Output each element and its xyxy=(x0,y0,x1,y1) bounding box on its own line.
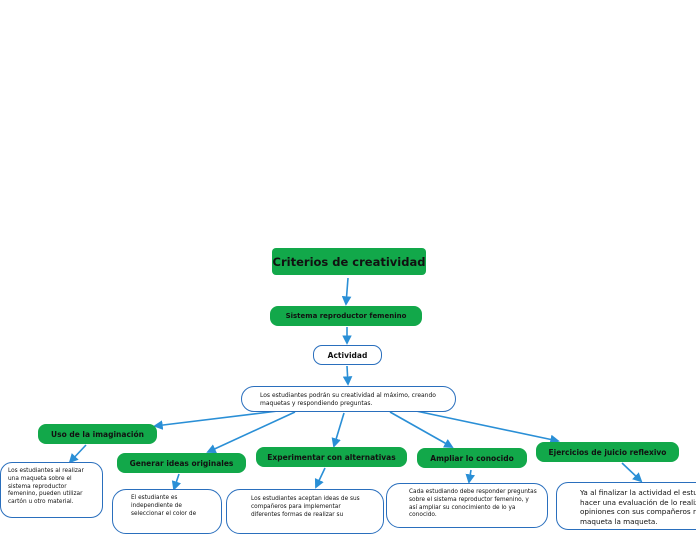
connector-branch-5-text xyxy=(621,462,643,483)
branch-text-uso-imaginacion[interactable]: Los estudiantes al realizar una maqueta … xyxy=(0,462,103,518)
branch-text-content: Cada estudiando debe responder preguntas… xyxy=(409,489,537,519)
branch-node-uso-imaginacion[interactable]: Uso de la imaginación xyxy=(38,424,157,444)
branch-node-generar-ideas[interactable]: Generar ideas originales xyxy=(117,453,246,473)
root-node[interactable]: Criterios de creatividad xyxy=(272,248,426,275)
branch-text-content: El estudiante es independiente de selecc… xyxy=(131,495,197,517)
topic-node[interactable]: Sistema reproductor femenino xyxy=(270,306,422,326)
branch-text-generar-ideas[interactable]: El estudiante es independiente de selecc… xyxy=(112,489,222,534)
branch-text-juicio-reflexivo[interactable]: Ya al finalizar la actividad el estu hac… xyxy=(556,482,696,530)
branch-text-content: Los estudiantes aceptan ideas de sus com… xyxy=(251,496,360,518)
branch-text-experimentar[interactable]: Los estudiantes aceptan ideas de sus com… xyxy=(226,489,384,534)
connector-root-topic xyxy=(341,277,352,306)
connector-branch-1-text xyxy=(68,444,87,464)
connector-description-branch-2 xyxy=(206,411,296,454)
branch-node-juicio-reflexivo[interactable]: Ejercicios de juicio reflexivo xyxy=(536,442,679,462)
connector-branch-3-text xyxy=(314,467,326,489)
activity-node[interactable]: Actividad xyxy=(313,345,382,365)
branch-node-ampliar[interactable]: Ampliar lo conocido xyxy=(417,448,527,468)
connector-branch-2-text xyxy=(171,473,181,491)
branch-text-ampliar[interactable]: Cada estudiando debe responder preguntas… xyxy=(386,483,548,528)
connector-description-branch-1 xyxy=(153,410,279,430)
description-node[interactable]: Los estudiantes podrán su creatividad al… xyxy=(241,386,456,412)
branch-node-experimentar[interactable]: Experimentar con alternativas xyxy=(256,447,407,467)
connector-description-branch-5 xyxy=(415,410,560,445)
connector-layer xyxy=(68,277,643,491)
connector-branch-4-text xyxy=(465,469,475,484)
branch-text-content: Los estudiantes al realizar una maqueta … xyxy=(8,468,84,506)
connector-activity-description xyxy=(342,365,353,386)
description-text: Los estudiantes podrán su creatividad al… xyxy=(260,392,436,408)
connector-description-branch-4 xyxy=(389,411,454,448)
branch-text-content: Ya al finalizar la actividad el estu hac… xyxy=(580,488,696,527)
connector-description-branch-3 xyxy=(331,412,345,448)
